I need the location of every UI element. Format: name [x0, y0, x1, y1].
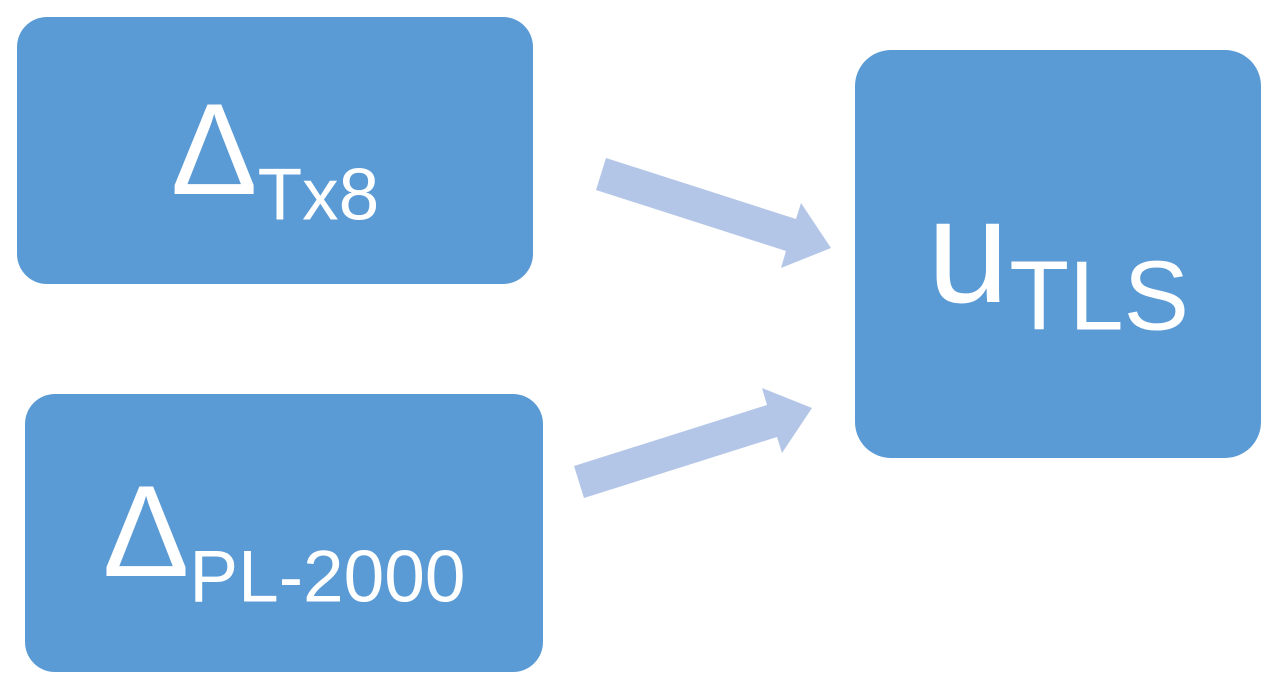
node-delta-tx8-label: ΔTx8	[171, 70, 380, 232]
arrow-pl2000-to-utls-icon	[574, 388, 812, 498]
node-delta-pl2000-symbol: Δ	[102, 458, 190, 605]
node-u-tls-label: uTLS	[927, 164, 1189, 344]
node-u-tls: uTLS	[855, 50, 1261, 458]
node-delta-tx8-symbol: Δ	[170, 75, 258, 222]
node-delta-pl2000-subscript: PL-2000	[189, 536, 466, 618]
node-u-tls-subscript: TLS	[1009, 240, 1190, 351]
node-delta-pl2000-label: ΔPL-2000	[103, 452, 466, 614]
node-u-tls-symbol: u	[926, 168, 1010, 334]
node-delta-tx8-subscript: Tx8	[257, 154, 380, 236]
node-delta-pl2000: ΔPL-2000	[25, 394, 543, 672]
arrow-tx8-to-utls-icon	[596, 158, 831, 268]
node-delta-tx8: ΔTx8	[17, 17, 533, 284]
